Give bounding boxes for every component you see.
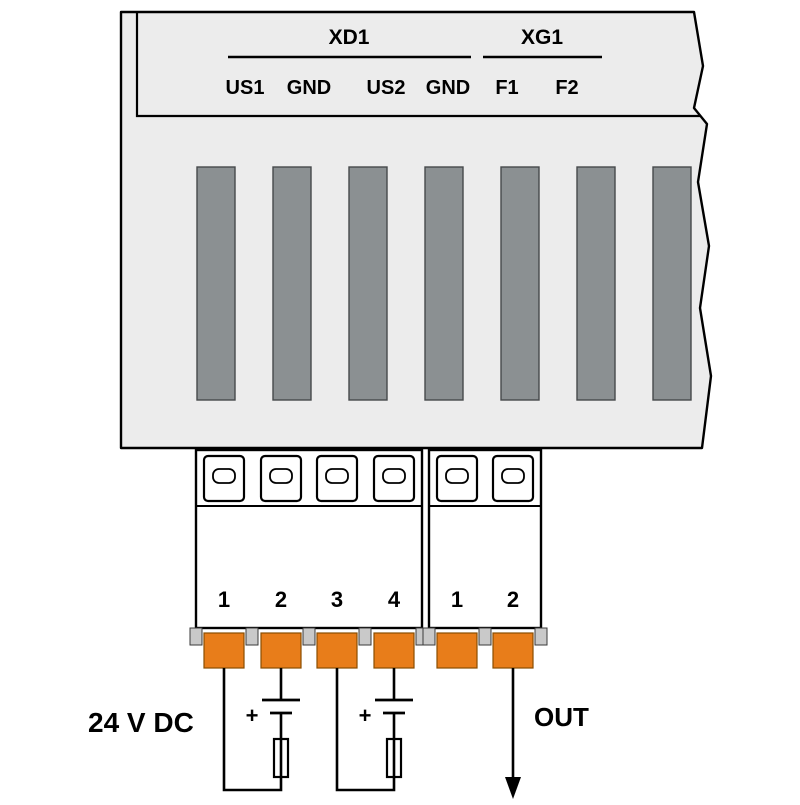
pin-label-gnd1: GND bbox=[287, 77, 331, 99]
plus-sign: + bbox=[246, 703, 259, 728]
vent-slot bbox=[500, 166, 540, 401]
terminal-number: 2 bbox=[275, 587, 287, 612]
arrowhead-down-icon bbox=[505, 777, 521, 799]
terminal-number: 1 bbox=[451, 587, 463, 612]
housing-tab bbox=[422, 627, 436, 646]
clamp-terminal bbox=[436, 632, 478, 669]
terminal-number: 2 bbox=[507, 587, 519, 612]
vent-slots bbox=[196, 166, 692, 401]
push-button-slot bbox=[212, 468, 236, 484]
vent-slot bbox=[196, 166, 236, 401]
module-body bbox=[119, 10, 713, 450]
supply-wire bbox=[335, 668, 396, 792]
housing-tab bbox=[189, 627, 203, 646]
pin-label-us2: US2 bbox=[367, 77, 406, 99]
push-buttons-xd1 bbox=[202, 454, 416, 503]
housing-tab bbox=[534, 627, 548, 646]
clamp-terminals bbox=[203, 632, 534, 669]
plus-sign: + bbox=[359, 703, 372, 728]
module-front-edge bbox=[135, 12, 700, 118]
clamp-terminal bbox=[373, 632, 415, 669]
housing-tabs bbox=[189, 627, 548, 646]
output-arrow: OUT bbox=[505, 668, 589, 799]
pin-label-gnd2: GND bbox=[426, 77, 470, 99]
section-headers: XD1 XG1 US1 GND US2 GND F1 F2 bbox=[226, 26, 602, 99]
pin-label-f2: F2 bbox=[555, 77, 578, 99]
terminal-number: 1 bbox=[218, 587, 230, 612]
out-label: OUT bbox=[534, 702, 589, 732]
clamp-terminal bbox=[492, 632, 534, 669]
vent-slot bbox=[576, 166, 616, 401]
vent-slot bbox=[348, 166, 388, 401]
push-button-slot bbox=[382, 468, 406, 484]
supply-voltage-label: 24 V DC bbox=[88, 707, 194, 738]
fuse-symbol bbox=[272, 737, 290, 779]
push-buttons-xg1 bbox=[435, 454, 535, 503]
push-button-slot bbox=[501, 468, 525, 484]
housing-tab bbox=[302, 627, 316, 646]
supply-loop-1: + bbox=[222, 668, 300, 792]
vent-slot bbox=[424, 166, 464, 401]
connector-group-xg1: 1 2 bbox=[427, 448, 543, 630]
housing-tab bbox=[245, 627, 259, 646]
section-label-xg1: XG1 bbox=[521, 26, 563, 49]
push-button-slot bbox=[445, 468, 469, 484]
terminal-number: 3 bbox=[331, 587, 343, 612]
supply-wire bbox=[222, 668, 283, 792]
housing-tab bbox=[478, 627, 492, 646]
supply-loop-2: + bbox=[335, 668, 413, 792]
clamp-terminal bbox=[260, 632, 302, 669]
vent-slot bbox=[272, 166, 312, 401]
push-button-slot bbox=[269, 468, 293, 484]
vent-slot bbox=[652, 166, 692, 401]
pin-label-f1: F1 bbox=[495, 77, 518, 99]
push-button-slot bbox=[325, 468, 349, 484]
terminal-number: 4 bbox=[388, 587, 401, 612]
fuse-symbol bbox=[385, 737, 403, 779]
section-label-xd1: XD1 bbox=[329, 26, 370, 49]
pin-label-us1: US1 bbox=[226, 77, 265, 99]
connector-group-xd1: 1 2 3 4 bbox=[194, 448, 424, 630]
clamp-terminal bbox=[203, 632, 245, 669]
clamp-terminal bbox=[316, 632, 358, 669]
housing-tab bbox=[358, 627, 372, 646]
